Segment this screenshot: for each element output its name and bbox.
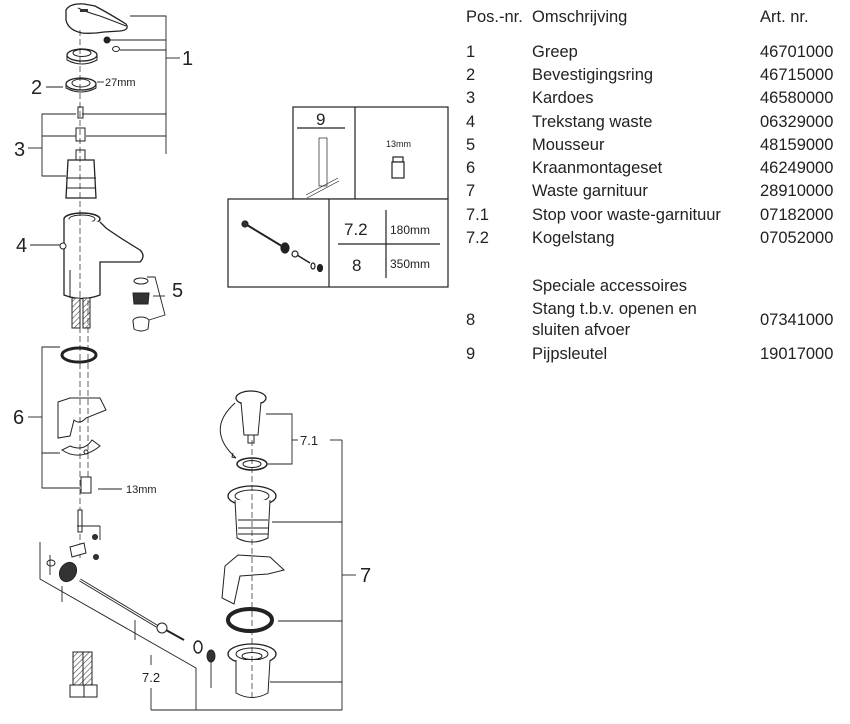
parts-list-header: Pos.-nr. Omschrijving Art. nr. [466, 8, 850, 30]
row-desc: Mousseur [532, 136, 605, 154]
inset-rod-8-length: 350mm [390, 257, 430, 271]
row-art: 46701000 [760, 43, 834, 61]
waste-parts [219, 390, 286, 700]
row-desc-line1: Stang t.b.v. openen en [532, 300, 697, 318]
callout-7-1: 7.1 [300, 433, 318, 448]
inset-tool-size: 13mm [386, 139, 411, 149]
row-art: 19017000 [760, 345, 834, 363]
inset-rod-7-2-label: 7.2 [344, 220, 368, 239]
callout-5: 5 [172, 280, 183, 302]
row-desc: Pijpsleutel [532, 345, 608, 363]
header-description: Omschrijving [532, 8, 628, 26]
row-pos: 5 [466, 136, 476, 154]
row-pos: 7 [466, 182, 476, 200]
table-row: 7.1 Stop voor waste-garnituur 07182000 [466, 206, 850, 228]
callout-4: 4 [16, 235, 27, 257]
row-art: 48159000 [760, 136, 834, 154]
table-row: 3 Kardoes 46580000 [466, 89, 850, 111]
cartridge-part [65, 149, 97, 199]
callout-1: 1 [182, 48, 193, 70]
dimension-ring: 27mm [105, 77, 136, 89]
table-row: 7 Waste garnituur 28910000 [466, 182, 850, 204]
row-art: 46580000 [760, 89, 834, 107]
accessory-inset [227, 106, 449, 288]
row-desc: Kogelstang [532, 229, 615, 247]
dimension-nut: 13mm [126, 484, 157, 496]
row-desc-line2: sluiten afvoer [532, 321, 631, 339]
row-art: 28910000 [760, 182, 834, 200]
inset-rod-7-2-length: 180mm [390, 223, 430, 237]
row-pos: 3 [466, 89, 476, 107]
row-desc: Kraanmontageset [532, 159, 663, 177]
row-pos: 2 [466, 66, 476, 84]
special-accessories-heading: Speciale accessoires [466, 277, 850, 299]
header-pos: Pos.-nr. [466, 8, 523, 26]
table-row: 1 Greep 46701000 [466, 43, 850, 65]
row-desc: Stop voor waste-garnituur [532, 206, 721, 224]
faucet-body-part [59, 212, 144, 300]
table-row: 2 Bevestigingsring 46715000 [466, 66, 850, 88]
row-desc: Waste garnituur [532, 182, 648, 200]
section-heading: Speciale accessoires [532, 277, 687, 295]
row-desc: Greep [532, 43, 578, 61]
header-article: Art. nr. [760, 8, 809, 26]
callout-2: 2 [31, 77, 42, 99]
row-desc: Bevestigingsring [532, 66, 654, 84]
row-art: 06329000 [760, 113, 834, 131]
row-art: 07341000 [760, 311, 834, 329]
table-row: 6 Kraanmontageset 46249000 [466, 159, 850, 181]
row-art: 46249000 [760, 159, 834, 177]
table-row: 7.2 Kogelstang 07052000 [466, 229, 850, 251]
inset-rod-8-label: 8 [352, 256, 361, 275]
table-row: 5 Mousseur 48159000 [466, 136, 850, 158]
row-pos: 9 [466, 345, 476, 363]
row-pos: 4 [466, 113, 476, 131]
callout-7: 7 [360, 565, 371, 587]
row-pos: 8 [466, 311, 476, 329]
row-desc: Trekstang waste [532, 113, 653, 131]
handle-part [65, 3, 128, 52]
callout-3: 3 [14, 139, 25, 161]
table-row: 8 Stang t.b.v. openen en sluiten afvoer … [466, 300, 850, 344]
row-desc: Kardoes [532, 89, 594, 107]
table-row: 9 Pijpsleutel 19017000 [466, 345, 850, 367]
exploded-view-diagram: 1 2 27mm 3 4 5 6 13mm 7.1 7 7.2 9 13mm 7… [13, 3, 449, 711]
row-pos: 7.2 [466, 229, 489, 247]
table-row: 4 Trekstang waste 06329000 [466, 113, 850, 135]
row-art: 07052000 [760, 229, 834, 247]
row-art: 46715000 [760, 66, 834, 84]
callout-6: 6 [13, 407, 24, 429]
row-pos: 7.1 [466, 206, 489, 224]
row-art: 07182000 [760, 206, 834, 224]
row-pos: 6 [466, 159, 476, 177]
inset-tool-label: 9 [316, 110, 325, 129]
supply-hoses [71, 297, 91, 329]
callout-7-2: 7.2 [142, 670, 160, 685]
row-pos: 1 [466, 43, 476, 61]
